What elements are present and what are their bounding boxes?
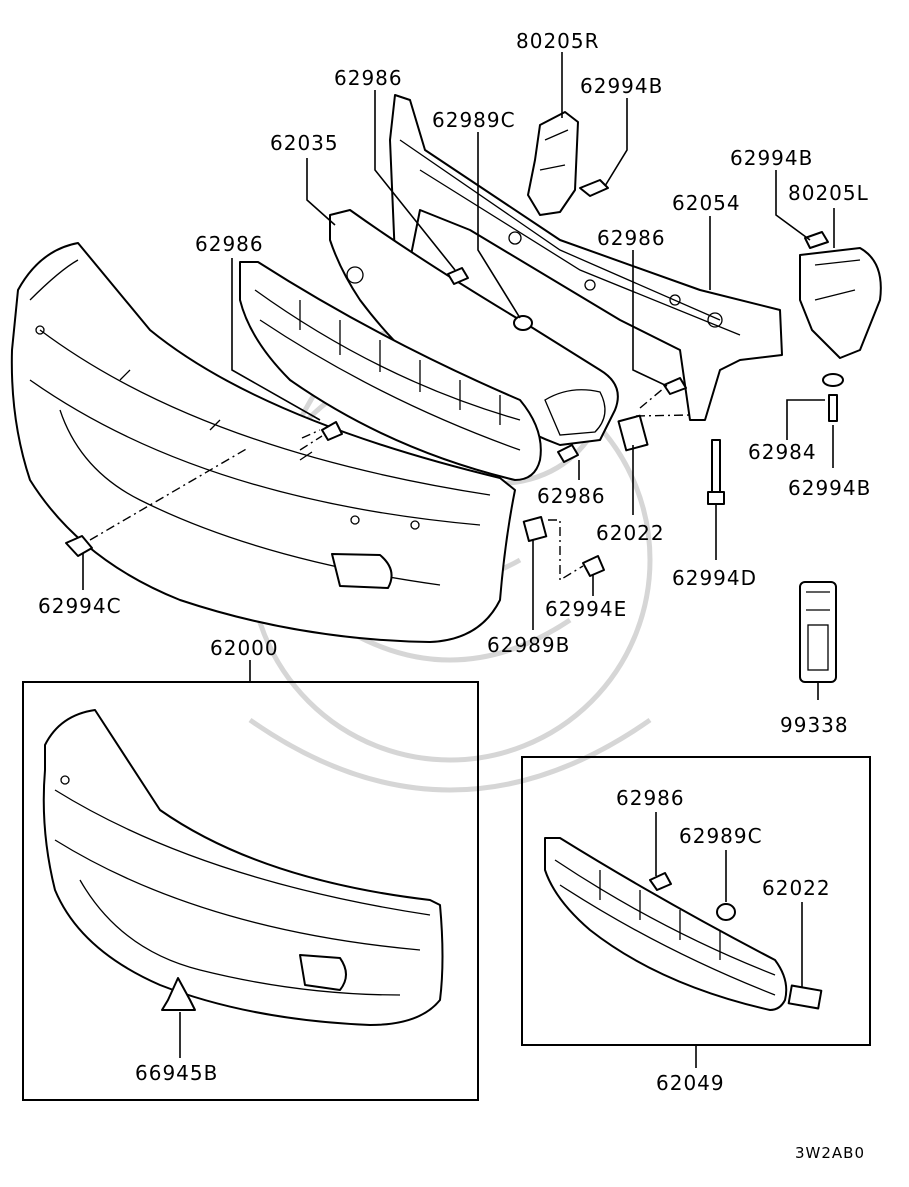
- diagram-code: 3W2AB0: [795, 1144, 865, 1162]
- label-62049: 62049: [656, 1071, 725, 1095]
- part-labels: 80205R 62986 62994B 62989C 62035 62994B …: [38, 29, 871, 1162]
- label-62054: 62054: [672, 191, 741, 215]
- alignment-lines: [89, 387, 691, 582]
- front-grille: [239, 261, 542, 481]
- leader-lines: [82, 52, 835, 1068]
- label-62989B: 62989B: [487, 633, 570, 657]
- label-62989C-top: 62989C: [432, 108, 516, 132]
- label-62994C: 62994C: [38, 594, 122, 618]
- label-62000: 62000: [210, 636, 279, 660]
- label-62022-mid: 62022: [596, 521, 665, 545]
- label-80205L: 80205L: [788, 181, 869, 205]
- label-62986-box: 62986: [616, 786, 685, 810]
- label-62022-box: 62022: [762, 876, 831, 900]
- push-clip: [161, 977, 196, 1011]
- label-62035: 62035: [270, 131, 339, 155]
- label-62984: 62984: [748, 440, 817, 464]
- bracket-left: [799, 247, 882, 359]
- bumper-assembly: [42, 709, 444, 1026]
- label-62994E: 62994E: [545, 597, 627, 621]
- grille-assembly-fasteners: [649, 872, 823, 1010]
- label-62986-top: 62986: [334, 66, 403, 90]
- label-62994B-top: 62994B: [580, 74, 663, 98]
- fasteners: [65, 179, 844, 577]
- label-99338: 99338: [780, 713, 849, 737]
- grille-assembly: [544, 837, 788, 1011]
- bracket-right: [527, 111, 579, 216]
- label-62994B-right: 62994B: [730, 146, 813, 170]
- label-62986-left: 62986: [195, 232, 264, 256]
- touch-up-paint: [799, 581, 837, 683]
- label-66945B: 66945B: [135, 1061, 218, 1085]
- label-62989C-box: 62989C: [679, 824, 763, 848]
- label-62994B-lower: 62994B: [788, 476, 871, 500]
- front-bumper-cover: [10, 242, 516, 643]
- label-62986-mid: 62986: [597, 226, 666, 250]
- grille-emblem: [617, 414, 649, 452]
- label-62994D: 62994D: [672, 566, 757, 590]
- label-80205R: 80205R: [516, 29, 600, 53]
- long-bolt: [707, 439, 725, 505]
- label-62986-low: 62986: [537, 484, 606, 508]
